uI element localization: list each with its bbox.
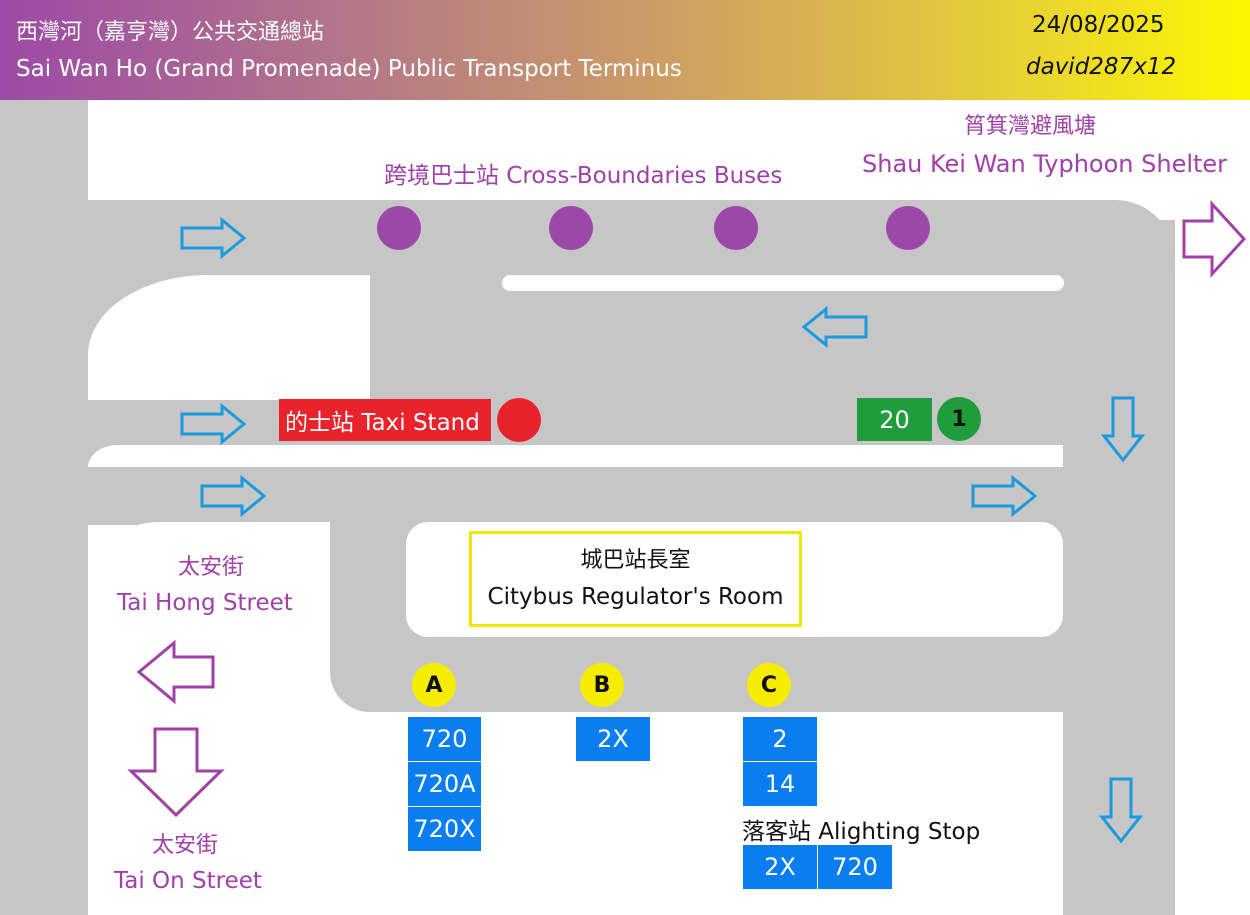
green-stop-number: 1 — [937, 397, 981, 441]
cross-boundary-stop — [549, 206, 593, 250]
green-route-box: 20 — [857, 398, 932, 441]
arrow-left-icon — [136, 639, 215, 705]
typhoon-shelter-zh: 筲箕灣避風塘 — [964, 114, 1097, 139]
cross-boundary-stop — [377, 206, 421, 250]
date-label: 24/08/2025 — [1032, 12, 1165, 38]
arrow-left-icon — [801, 305, 868, 349]
taxi-stop-marker — [497, 398, 541, 442]
cross-boundary-label: 跨境巴士站 Cross-Boundaries Buses — [384, 163, 783, 189]
bay-a-route: 720 — [407, 716, 482, 762]
typhoon-shelter-en: Shau Kei Wan Typhoon Shelter — [862, 150, 1228, 178]
arrow-right-icon — [180, 402, 247, 446]
tai-hong-street-zh: 太安街 — [178, 555, 245, 580]
header-banner: 西灣河（嘉亨灣）公共交通總站 Sai Wan Ho (Grand Promena… — [0, 0, 1250, 100]
bay-c-badge: C — [747, 663, 791, 707]
cross-boundary-stop — [714, 206, 758, 250]
regulator-zh: 城巴站長室 — [580, 548, 691, 573]
arrow-down-icon — [127, 727, 225, 818]
bay-b-route: 2X — [575, 716, 651, 762]
tai-hong-street-en: Tai Hong Street — [117, 590, 293, 616]
bay-c-route: 14 — [742, 761, 818, 807]
cross-boundary-stop — [886, 206, 930, 250]
title-en: Sai Wan Ho (Grand Promenade) Public Tran… — [16, 56, 682, 82]
arrow-right-icon — [200, 474, 267, 518]
taxi-stand-label: 的士站 Taxi Stand — [279, 399, 491, 441]
author-label: david287x12 — [1026, 54, 1177, 80]
bay-a-route: 720A — [407, 761, 482, 807]
arrow-down-icon — [1098, 777, 1144, 844]
regulator-room: 城巴站長室 Citybus Regulator's Room — [469, 531, 802, 627]
alighting-route: 720 — [817, 844, 893, 890]
bay-a-badge: A — [412, 663, 456, 707]
tai-on-street-en: Tai On Street — [114, 868, 262, 894]
bay-b-badge: B — [580, 663, 624, 707]
alighting-route: 2X — [742, 844, 818, 890]
arrow-down-icon — [1100, 396, 1146, 463]
arrow-right-icon — [180, 216, 247, 260]
arrow-right-icon — [971, 474, 1038, 518]
title-zh: 西灣河（嘉亨灣）公共交通總站 — [16, 20, 325, 45]
arrow-right-icon — [1182, 200, 1247, 278]
alighting-stop-label: 落客站 Alighting Stop — [742, 819, 981, 845]
tai-on-street-zh: 太安街 — [152, 833, 219, 858]
bay-a-route: 720X — [407, 806, 482, 852]
regulator-en: Citybus Regulator's Room — [487, 584, 784, 610]
bay-c-route: 2 — [742, 716, 818, 762]
